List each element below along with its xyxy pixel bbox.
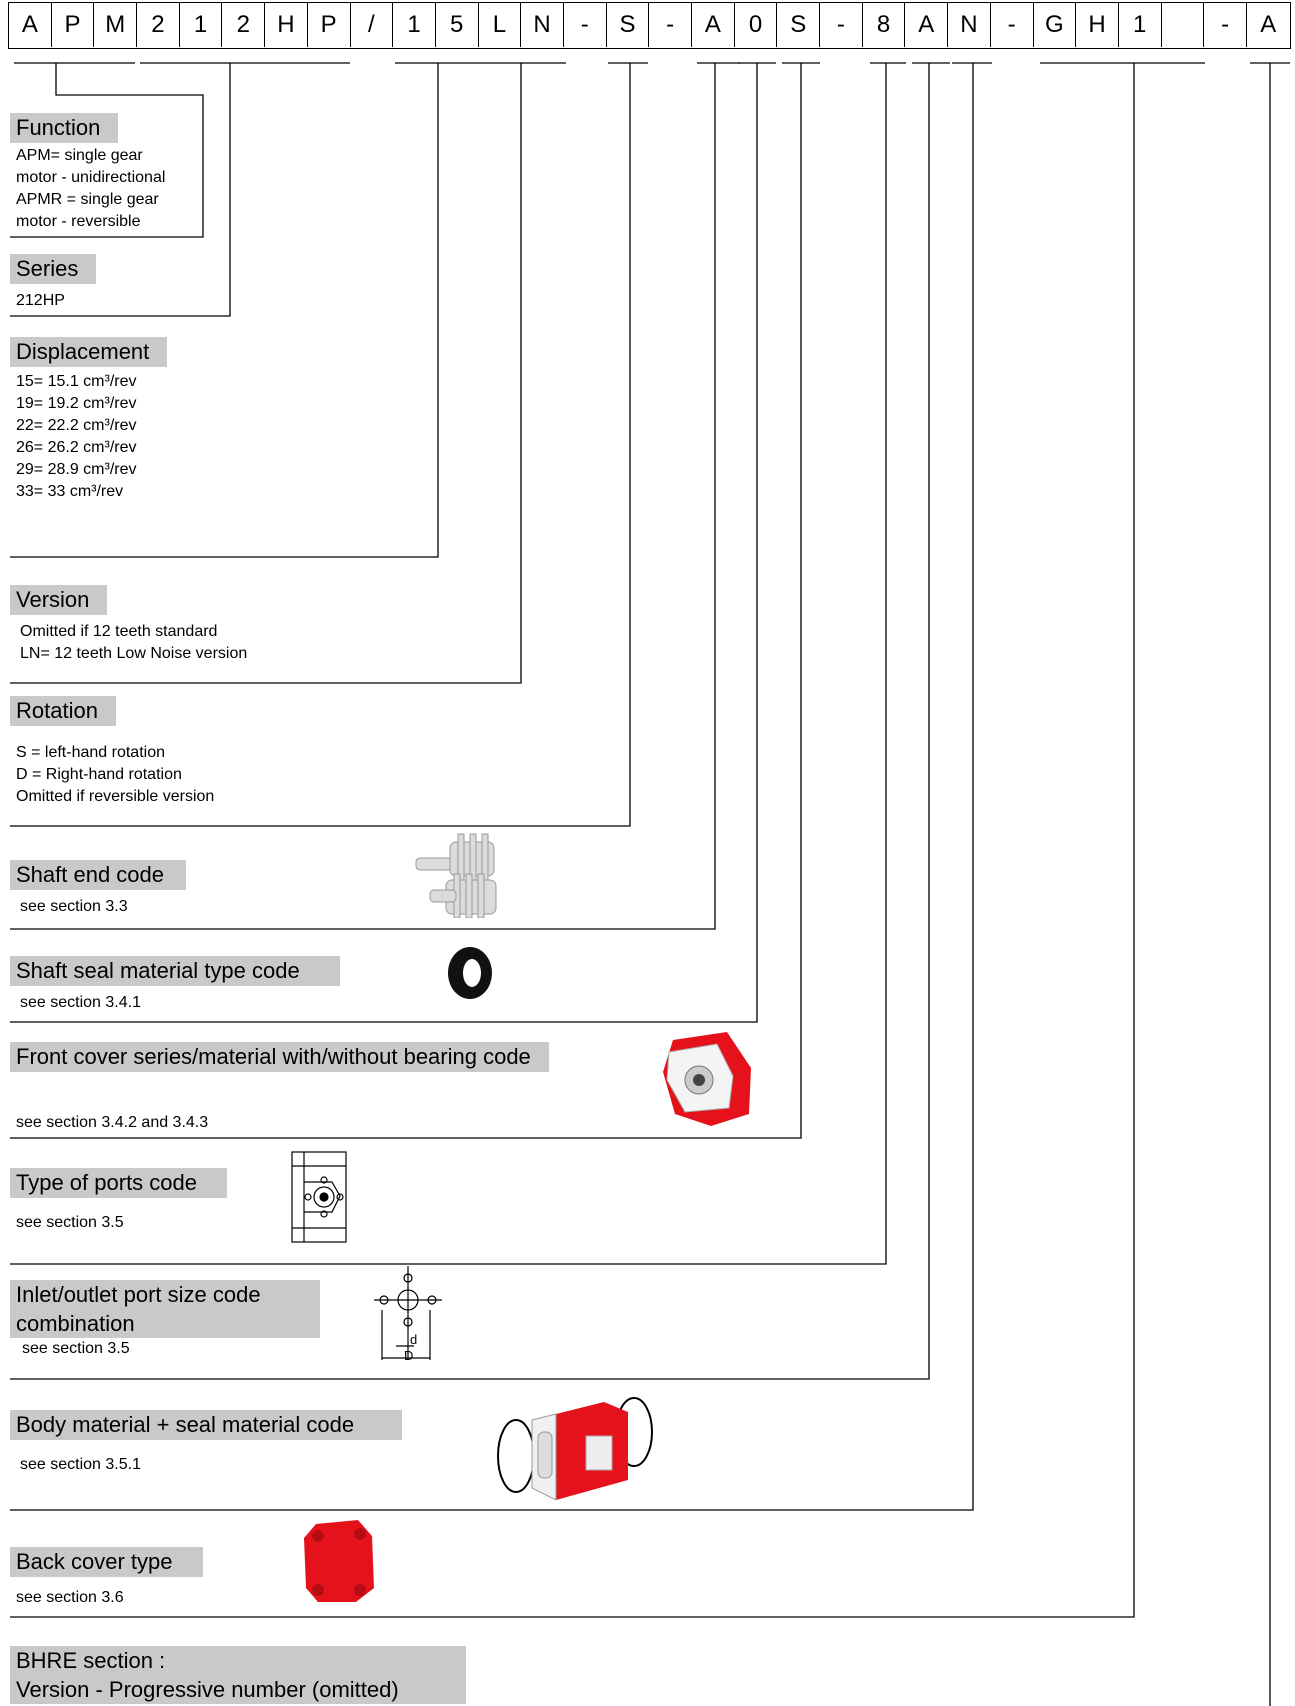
- body-material-line: see section 3.5.1: [20, 1456, 141, 1473]
- shaft-end-line: see section 3.3: [20, 898, 128, 915]
- code-cell: -: [649, 3, 692, 47]
- ports-type-title: Type of ports code: [10, 1168, 227, 1198]
- port-type-diagram-icon: [291, 1151, 347, 1243]
- back-cover-section: Back cover type see section 3.6: [10, 1547, 203, 1609]
- body-material-title: Body material + seal material code: [10, 1410, 403, 1440]
- front-cover-line: see section 3.4.2 and 3.4.3: [16, 1114, 209, 1131]
- code-cell: H: [265, 3, 308, 47]
- displacement-line: 29= 28.9 cm³/rev: [16, 461, 137, 478]
- rotation-section: Rotation S = left-hand rotation D = Righ…: [10, 696, 214, 808]
- seal-ring-icon: [448, 947, 492, 999]
- series-line: 212HP: [16, 292, 65, 309]
- bhre-title: BHRE section :: [16, 1648, 166, 1673]
- displacement-line: 26= 26.2 cm³/rev: [16, 439, 137, 456]
- code-cell: 2: [137, 3, 180, 47]
- code-cell: A: [692, 3, 735, 47]
- dim-D-label: D: [404, 1348, 413, 1362]
- model-code-bar: A P M 2 1 2 H P / 1 5 L N - S - A 0 S - …: [8, 2, 1291, 49]
- code-cell: A: [9, 3, 52, 47]
- code-cell: -: [564, 3, 607, 47]
- code-cell: [1162, 3, 1205, 47]
- dim-d-label: d: [410, 1332, 417, 1347]
- front-cover-section: Front cover series/material with/without…: [10, 1042, 549, 1134]
- shaft-seal-section: Shaft seal material type code see sectio…: [10, 956, 340, 1014]
- version-line: Omitted if 12 teeth standard: [20, 623, 218, 640]
- code-cell: A: [905, 3, 949, 47]
- function-section: Function APM= single gear motor - unidir…: [10, 113, 165, 233]
- function-line: motor - reversible: [16, 213, 141, 230]
- body-material-section: Body material + seal material code see s…: [10, 1410, 403, 1476]
- code-cell: N: [948, 3, 991, 47]
- series-title: Series: [10, 254, 97, 284]
- shaft-gear-icon: [415, 833, 497, 918]
- gear-body-icon: [497, 1397, 653, 1501]
- code-cell: S: [607, 3, 650, 47]
- back-cover-icon: [304, 1520, 374, 1602]
- displacement-line: 19= 19.2 cm³/rev: [16, 395, 137, 412]
- rotation-title: Rotation: [10, 696, 116, 726]
- front-cover-icon: [663, 1032, 751, 1126]
- front-cover-title: Front cover series/material with/without…: [10, 1042, 549, 1072]
- port-size-title: Inlet/outlet port size code: [16, 1282, 261, 1307]
- code-cell: 1: [393, 3, 436, 47]
- code-cell: S: [777, 3, 821, 47]
- code-cell: A: [1260, 11, 1277, 38]
- code-cell: L: [479, 3, 522, 47]
- code-cell: P: [52, 3, 95, 47]
- rotation-line: S = left-hand rotation: [16, 744, 165, 761]
- shaft-end-title: Shaft end code: [10, 860, 187, 890]
- rotation-line: Omitted if reversible version: [16, 788, 215, 805]
- displacement-section: Displacement 15= 15.1 cm³/rev 19= 19.2 c…: [10, 337, 168, 503]
- bhre-section: BHRE section : Version - Progressive num…: [10, 1646, 466, 1704]
- code-cell: 1: [1119, 3, 1162, 47]
- shaft-end-section: Shaft end code see section 3.3: [10, 860, 187, 918]
- code-cell: 1: [180, 3, 223, 47]
- code-cell: -: [820, 3, 863, 47]
- displacement-line: 15= 15.1 cm³/rev: [16, 373, 137, 390]
- series-section: Series 212HP: [10, 254, 97, 312]
- code-cell: P: [308, 3, 351, 47]
- code-cell: -: [1204, 3, 1247, 47]
- code-cell: -: [991, 3, 1034, 47]
- displacement-title: Displacement: [10, 337, 168, 367]
- code-cell: 0: [735, 3, 778, 47]
- function-line: motor - unidirectional: [16, 169, 166, 186]
- version-title: Version: [10, 585, 108, 615]
- displacement-line: 22= 22.2 cm³/rev: [16, 417, 137, 434]
- function-title: Function: [10, 113, 119, 143]
- port-size-section: Inlet/outlet port size code combination …: [10, 1280, 320, 1360]
- port-size-diagram-icon: d D: [374, 1266, 442, 1362]
- port-size-title-2: combination: [16, 1311, 135, 1336]
- code-cell: 8: [863, 3, 906, 47]
- bhre-title-2: Version - Progressive number (omitted): [16, 1677, 399, 1702]
- ports-type-line: see section 3.5: [16, 1214, 124, 1231]
- shaft-seal-title: Shaft seal material type code: [10, 956, 340, 986]
- function-line: APMR = single gear: [16, 191, 159, 208]
- shaft-seal-line: see section 3.4.1: [20, 994, 141, 1011]
- code-cell: 2: [222, 3, 266, 47]
- version-line: LN= 12 teeth Low Noise version: [20, 645, 248, 662]
- back-cover-line: see section 3.6: [16, 1589, 124, 1606]
- back-cover-title: Back cover type: [10, 1547, 203, 1577]
- function-line: APM= single gear: [16, 147, 143, 164]
- code-cell: H: [1076, 3, 1119, 47]
- port-size-line: see section 3.5: [22, 1340, 130, 1357]
- code-cell: G: [1034, 3, 1077, 47]
- version-section: Version Omitted if 12 teeth standard LN=…: [10, 585, 247, 665]
- code-cell: M: [94, 3, 138, 47]
- rotation-line: D = Right-hand rotation: [16, 766, 182, 783]
- code-cell: 5: [436, 3, 479, 47]
- code-cell: /: [351, 3, 394, 47]
- code-cell: N: [521, 3, 564, 47]
- displacement-line: 33= 33 cm³/rev: [16, 483, 124, 500]
- ports-type-section: Type of ports code see section 3.5: [10, 1168, 227, 1234]
